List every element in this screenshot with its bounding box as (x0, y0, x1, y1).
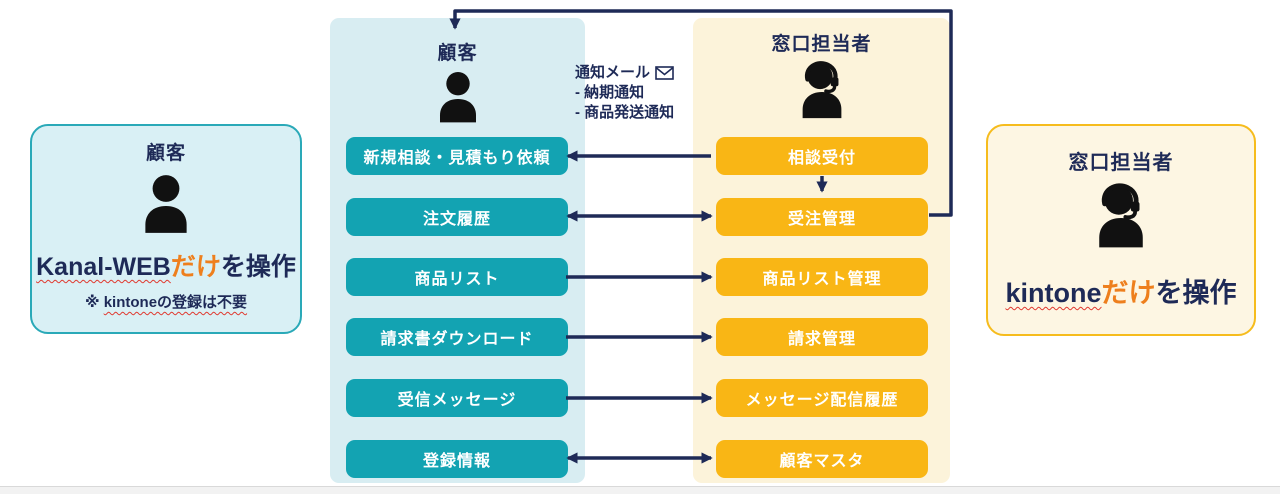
mail-icon (655, 66, 674, 80)
notification-item-shipping: - 商品発送通知 (575, 103, 675, 121)
customer-panel: 顧客 新規相談・見積もり依頼 注文履歴 商品リスト 請求書ダウンロード 受信メッ… (330, 18, 585, 483)
customer-legend-box: 顧客 Kanal-WEBだけを操作 ※ kintoneの登録は不要 (30, 124, 302, 334)
headset-person-icon (1099, 183, 1143, 248)
notification-title: 通知メール (575, 64, 651, 81)
person-icon (145, 175, 187, 233)
staff-legend-title: 窓口担当者 (1068, 152, 1174, 174)
node-billing-management: 請求管理 (716, 318, 928, 356)
node-customer-master: 顧客マスタ (716, 440, 928, 478)
node-product-list: 商品リスト (346, 258, 568, 296)
person-icon (439, 72, 476, 123)
customer-legend-main: Kanal-WEBだけを操作 (36, 253, 296, 281)
notification-item-delivery-date: - 納期通知 (575, 83, 645, 101)
node-received-messages: 受信メッセージ (346, 379, 568, 417)
headset-person-icon (802, 61, 841, 119)
node-product-list-management: 商品リスト管理 (716, 258, 928, 296)
customer-panel-title: 顧客 (437, 43, 478, 64)
customer-legend-note: ※ kintoneの登録は不要 (84, 294, 248, 311)
node-invoice-download: 請求書ダウンロード (346, 318, 568, 356)
node-order-management: 受注管理 (716, 198, 928, 236)
node-consultation-reception: 相談受付 (716, 137, 928, 175)
staff-legend-main: kintoneだけを操作 (1005, 278, 1237, 308)
staff-panel: 窓口担当者 相談受付 受注管理 商品リスト管理 請求管理 メッセージ配信履歴 顧… (693, 18, 950, 483)
staff-legend-box: 窓口担当者 kintoneだけを操作 (986, 124, 1256, 336)
node-new-consultation: 新規相談・見積もり依頼 (346, 137, 568, 175)
notification-mail-note: 通知メール - 納期通知 - 商品発送通知 (575, 63, 725, 123)
staff-panel-title: 窓口担当者 (771, 34, 872, 55)
node-message-delivery-history: メッセージ配信履歴 (716, 379, 928, 417)
bottom-edge-strip (0, 486, 1280, 494)
node-registration-info: 登録情報 (346, 440, 568, 478)
node-order-history: 注文履歴 (346, 198, 568, 236)
customer-legend-title: 顧客 (145, 143, 186, 164)
